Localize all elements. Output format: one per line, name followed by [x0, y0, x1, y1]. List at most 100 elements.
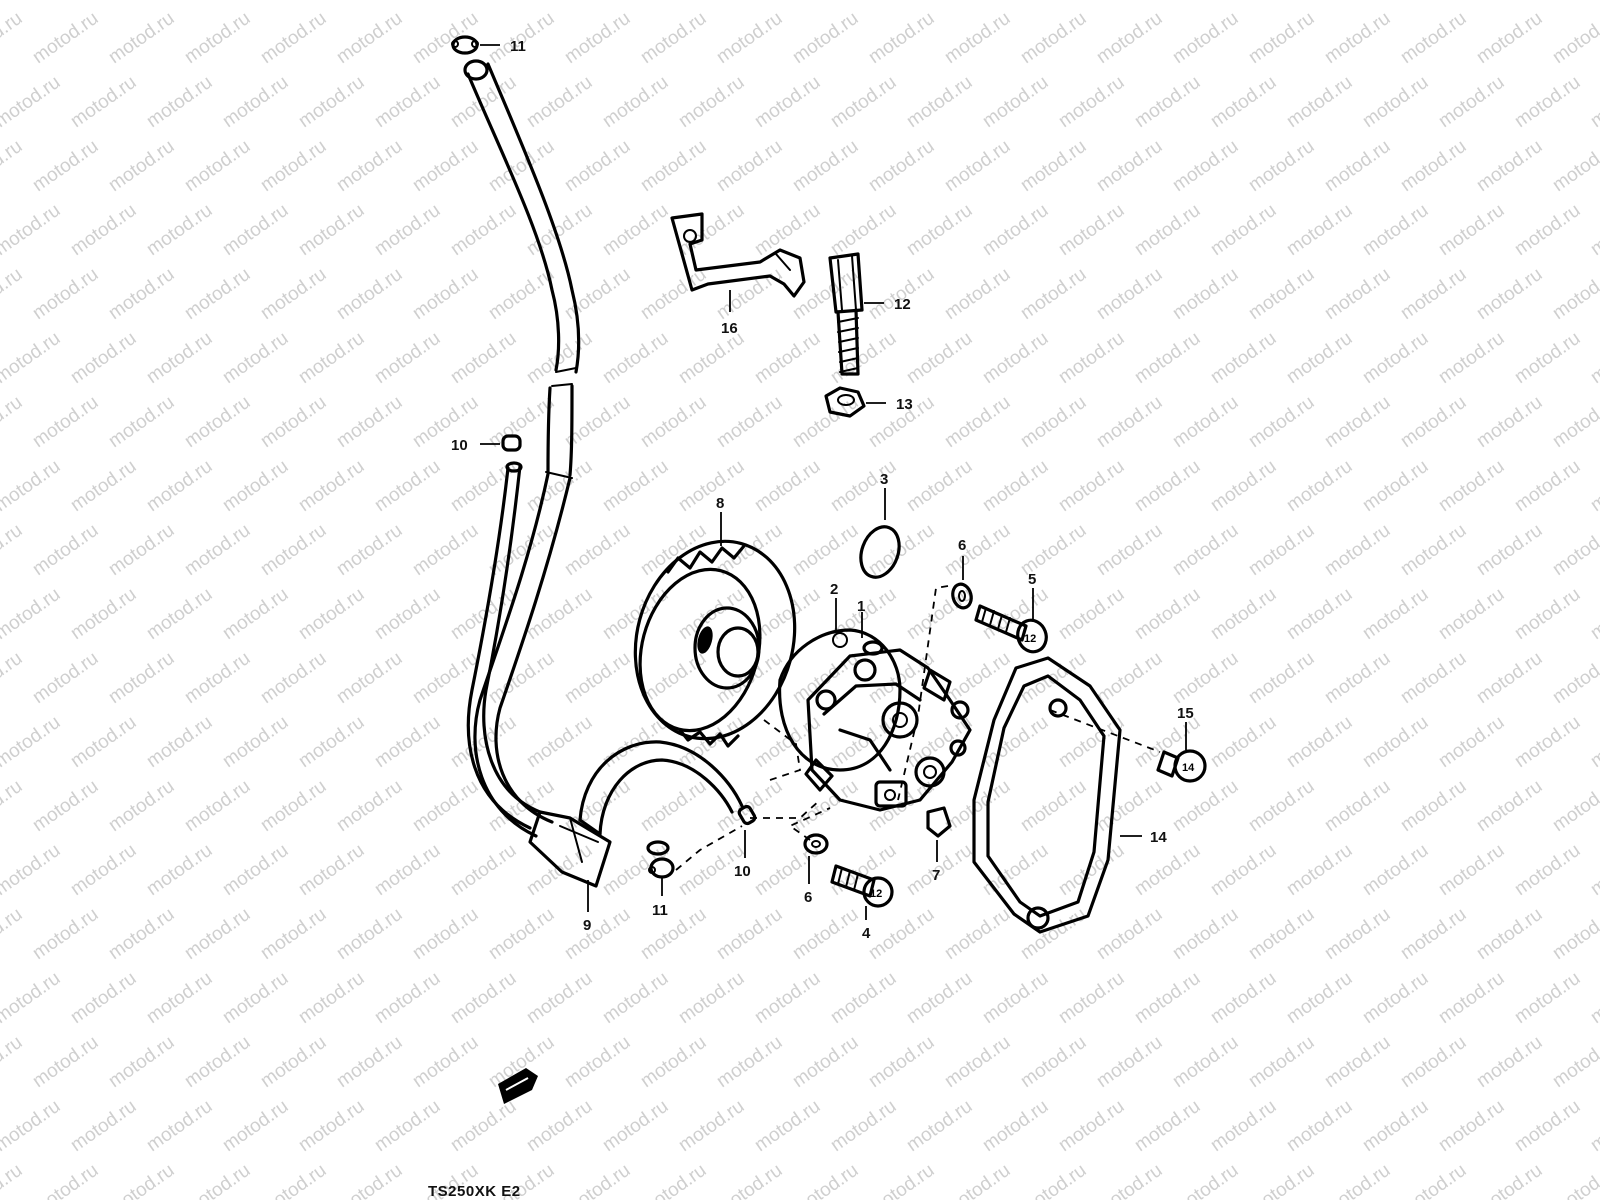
- watermark-text: motod.ru: [143, 840, 216, 900]
- callout-9: 9: [583, 917, 591, 934]
- watermark-text: motod.ru: [1017, 136, 1090, 196]
- watermark-text: motod.ru: [751, 456, 824, 516]
- watermark-text: motod.ru: [29, 136, 102, 196]
- pipe-cap-upper: [501, 434, 522, 452]
- watermark-text: motod.ru: [1435, 840, 1508, 900]
- watermark-text: motod.ru: [1093, 1160, 1166, 1200]
- watermark-text: motod.ru: [1511, 72, 1584, 132]
- watermark-text: motod.ru: [219, 0, 292, 4]
- watermark-text: motod.ru: [181, 1032, 254, 1092]
- watermark-text: motod.ru: [523, 1096, 596, 1156]
- watermark-text: motod.ru: [827, 328, 900, 388]
- watermark-text: motod.ru: [1435, 328, 1508, 388]
- watermark-text: motod.ru: [941, 264, 1014, 324]
- watermark-text: motod.ru: [1587, 200, 1600, 260]
- watermark-text: motod.ru: [979, 0, 1052, 4]
- watermark-text: motod.ru: [1359, 840, 1432, 900]
- watermark-text: motod.ru: [105, 1032, 178, 1092]
- watermark-text: motod.ru: [1359, 200, 1432, 260]
- watermark-text: motod.ru: [865, 136, 938, 196]
- watermark-text: motod.ru: [1131, 1096, 1204, 1156]
- watermark-text: motod.ru: [599, 1096, 672, 1156]
- watermark-text: motod.ru: [143, 712, 216, 772]
- watermark-text: motod.ru: [295, 968, 368, 1028]
- watermark-text: motod.ru: [523, 72, 596, 132]
- watermark-text: motod.ru: [67, 72, 140, 132]
- watermark-text: motod.ru: [561, 136, 634, 196]
- watermark-text: motod.ru: [67, 968, 140, 1028]
- watermark-text: motod.ru: [105, 1160, 178, 1200]
- watermark-text: motod.ru: [941, 904, 1014, 964]
- watermark-text: motod.ru: [1397, 776, 1470, 836]
- watermark-text: motod.ru: [1321, 520, 1394, 580]
- watermark-text: motod.ru: [1435, 1096, 1508, 1156]
- watermark-text: motod.ru: [865, 904, 938, 964]
- watermark-text: motod.ru: [599, 0, 672, 4]
- watermark-text: motod.ru: [1093, 1032, 1166, 1092]
- watermark-text: motod.ru: [1473, 648, 1546, 708]
- watermark-text: motod.ru: [1549, 264, 1600, 324]
- watermark-text: motod.ru: [1359, 0, 1432, 4]
- watermark-text: motod.ru: [1283, 712, 1356, 772]
- watermark-text: motod.ru: [0, 1096, 64, 1156]
- watermark-text: motod.ru: [181, 648, 254, 708]
- bolt-15: 14: [1156, 749, 1207, 783]
- watermark-text: motod.ru: [1435, 0, 1508, 4]
- watermark-text: motod.ru: [1473, 1160, 1546, 1200]
- watermark-text: motod.ru: [295, 200, 368, 260]
- watermark-text: motod.ru: [1359, 1096, 1432, 1156]
- watermark-text: motod.ru: [637, 1032, 710, 1092]
- watermark-text: motod.ru: [295, 1096, 368, 1156]
- watermark-text: motod.ru: [1283, 0, 1356, 4]
- watermark-text: motod.ru: [181, 8, 254, 68]
- callout-numbers: 11 10 16 12 13 3 8 6 5 2 1 15 14 7 10 6 …: [451, 38, 1194, 942]
- watermark-text: motod.ru: [1511, 712, 1584, 772]
- watermark-text: motod.ru: [295, 840, 368, 900]
- callout-15: 15: [1177, 705, 1194, 722]
- watermark-text: motod.ru: [0, 712, 64, 772]
- watermark-text: motod.ru: [447, 72, 520, 132]
- watermark-text: motod.ru: [1397, 904, 1470, 964]
- watermark-text: motod.ru: [523, 968, 596, 1028]
- watermark-text: motod.ru: [0, 72, 64, 132]
- watermark-text: motod.ru: [675, 1096, 748, 1156]
- watermark-text: motod.ru: [1473, 520, 1546, 580]
- watermark-text: motod.ru: [295, 328, 368, 388]
- watermark-text: motod.ru: [979, 840, 1052, 900]
- bolt-mark: 12: [870, 888, 882, 900]
- washer-lower: [803, 833, 829, 855]
- watermark-text: motod.ru: [1131, 456, 1204, 516]
- watermark-text: motod.ru: [1397, 520, 1470, 580]
- watermark-text: motod.ru: [561, 904, 634, 964]
- watermark-text: motod.ru: [1207, 840, 1280, 900]
- watermark-text: motod.ru: [333, 1032, 406, 1092]
- watermark-text: motod.ru: [409, 136, 482, 196]
- watermark-text: motod.ru: [447, 328, 520, 388]
- watermark-text: motod.ru: [67, 456, 140, 516]
- watermark-text: motod.ru: [371, 0, 444, 4]
- callout-10: 10: [734, 863, 751, 880]
- watermark-text: motod.ru: [371, 328, 444, 388]
- watermark-text: motod.ru: [1169, 392, 1242, 452]
- watermark-text: motod.ru: [941, 1160, 1014, 1200]
- watermark-text: motod.ru: [257, 8, 330, 68]
- watermark-text: motod.ru: [1473, 776, 1546, 836]
- watermark-text: motod.ru: [713, 8, 786, 68]
- watermark-text: motod.ru: [257, 264, 330, 324]
- watermark-text: motod.ru: [1093, 776, 1166, 836]
- callout-7: 7: [932, 867, 940, 884]
- watermark-text: motod.ru: [827, 0, 900, 4]
- watermark-text: motod.ru: [105, 648, 178, 708]
- watermark-text: motod.ru: [29, 1032, 102, 1092]
- watermark-text: motod.ru: [29, 904, 102, 964]
- callout-14: 14: [1150, 829, 1167, 846]
- watermark-text: motod.ru: [675, 0, 748, 4]
- watermark-text: motod.ru: [0, 8, 26, 68]
- watermark-text: motod.ru: [143, 584, 216, 644]
- watermark-text: motod.ru: [1587, 712, 1600, 772]
- watermark-text: motod.ru: [1093, 648, 1166, 708]
- callout-3: 3: [880, 471, 888, 488]
- watermark-text: motod.ru: [599, 968, 672, 1028]
- watermark-text: motod.ru: [29, 776, 102, 836]
- watermark-text: motod.ru: [637, 8, 710, 68]
